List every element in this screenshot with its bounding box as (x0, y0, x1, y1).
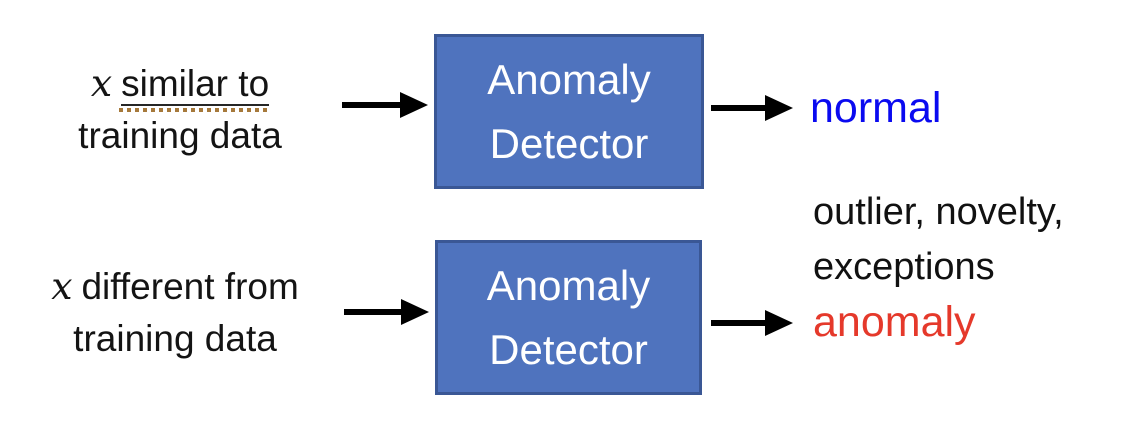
detector-box-bottom-line2: Detector (489, 325, 648, 373)
math-x-symbol: x (90, 61, 113, 105)
output-note-line1: outlier, novelty, (813, 191, 1064, 233)
arrow-right-icon (344, 299, 429, 325)
output-note-line2: exceptions (813, 246, 995, 288)
arrow-right-icon (342, 92, 428, 118)
math-x-symbol: x (51, 264, 73, 308)
output-notes: outlier, novelty, exceptions anomaly (813, 185, 1064, 350)
detector-box-top-line2: Detector (489, 119, 649, 167)
input-label-different-line2: training data (73, 318, 277, 359)
output-normal-label: normal (810, 84, 942, 132)
detector-box-bottom-line1: Anomaly (486, 261, 651, 309)
underlined-phrase-similar-to: similar to (121, 63, 270, 106)
input-label-similar-line2: training data (78, 115, 282, 156)
arrow-right-icon (711, 310, 793, 336)
phrase-different-from: different from (81, 266, 299, 307)
anomaly-detector-box-bottom: Anomaly Detector (435, 240, 702, 395)
output-anomaly-label: anomaly (813, 298, 976, 346)
detector-box-top-line1: Anomaly (487, 55, 651, 103)
arrow-right-icon (711, 95, 793, 121)
anomaly-detector-box-top: Anomaly Detector (434, 34, 704, 189)
